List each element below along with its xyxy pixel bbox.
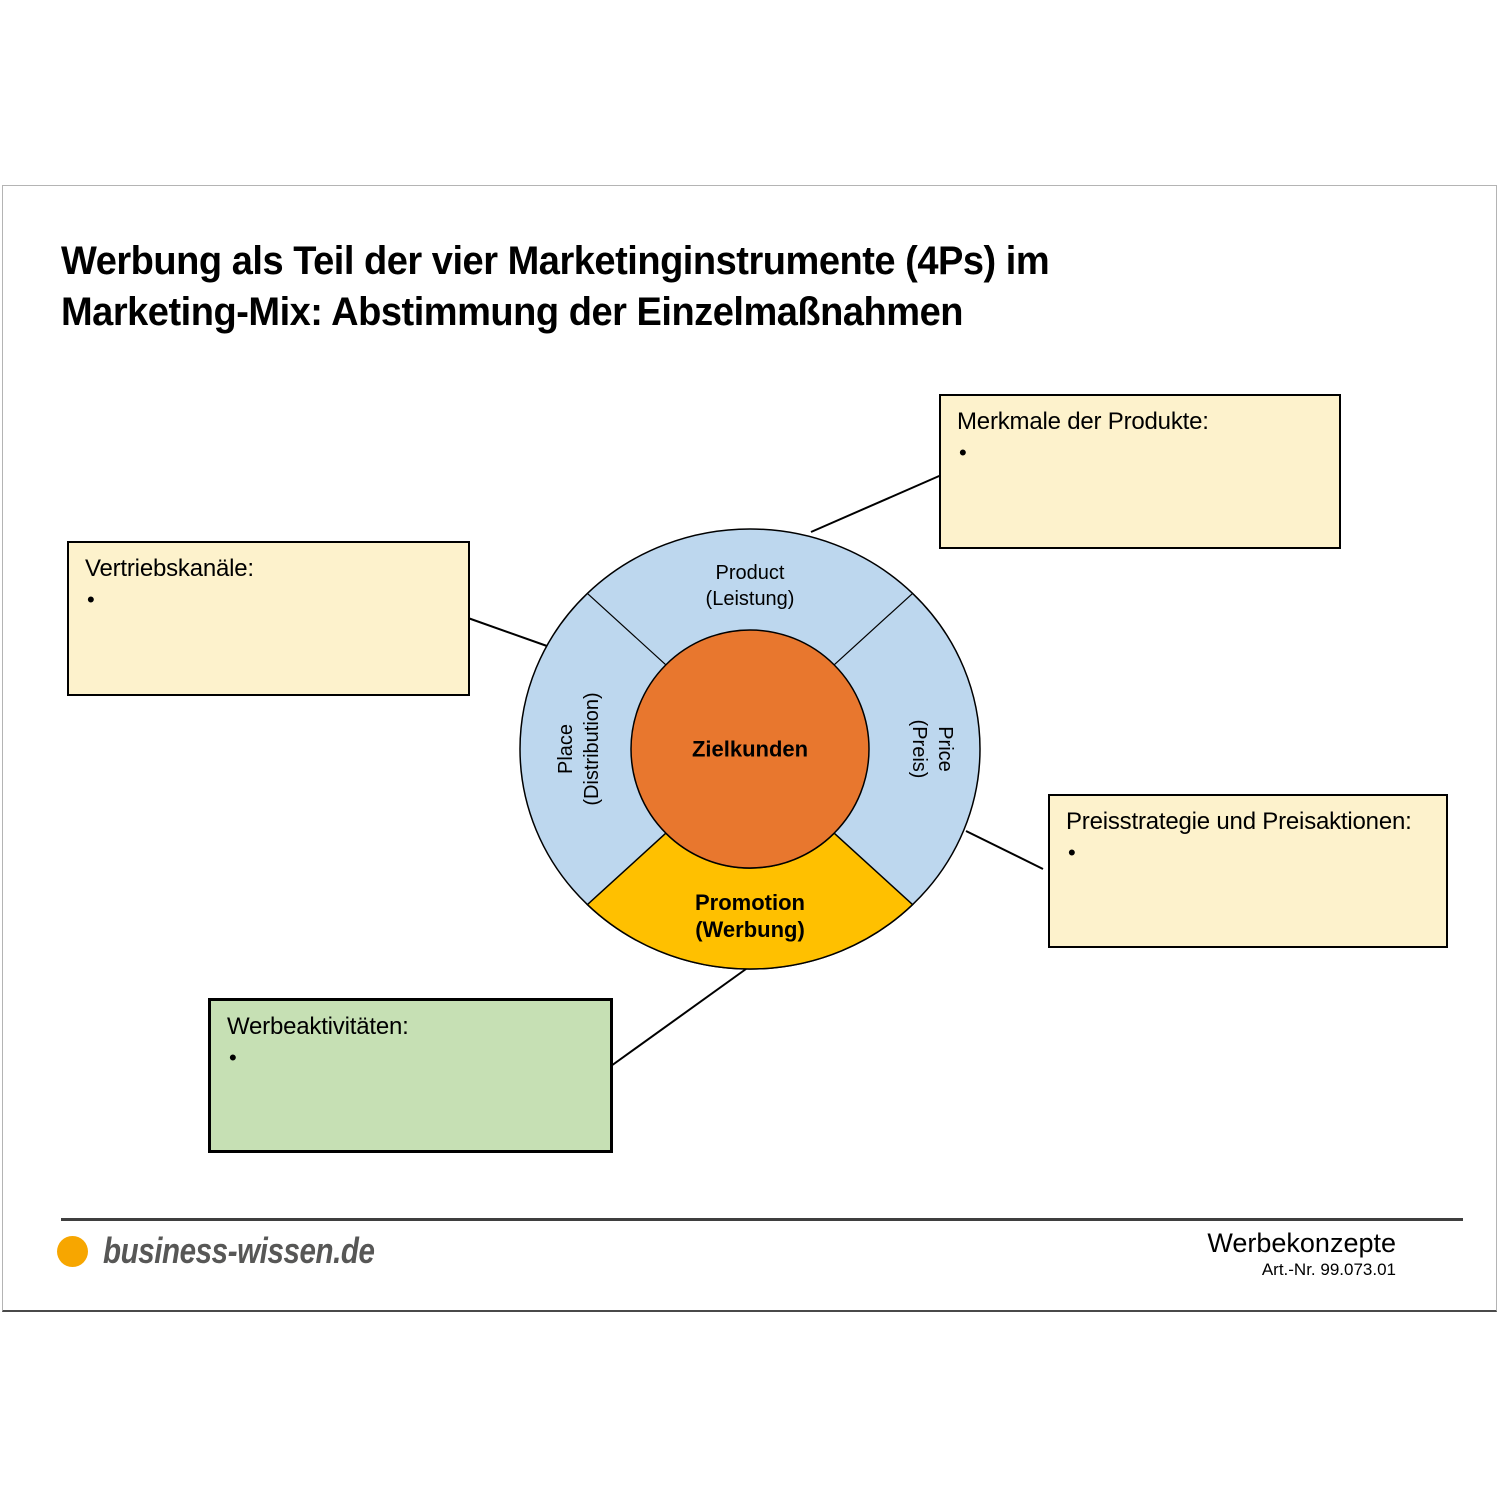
connector-price-line: [965, 830, 1044, 870]
segment-label-product: Product (Leistung): [705, 562, 795, 610]
page-title: Werbung als Teil der vier Marketinginstr…: [61, 239, 1050, 334]
connector-promotion-line: [610, 968, 747, 1067]
callout-product-title: Merkmale der Produkte:: [957, 408, 1209, 435]
bullet: •: [229, 1045, 237, 1070]
bullet: •: [959, 440, 967, 465]
divider-place-product: [586, 592, 667, 666]
footer-separator: [61, 1218, 1463, 1221]
callout-place-title: Vertriebskanäle:: [85, 555, 254, 582]
divider-product-price: [833, 592, 914, 666]
callout-place: Vertriebskanäle: •: [67, 541, 470, 696]
callout-price-title: Preisstrategie und Preisaktionen:: [1066, 808, 1412, 835]
callout-product: Merkmale der Produkte: •: [939, 394, 1341, 549]
bullet: •: [87, 587, 95, 612]
segment-label-place: Place (Distribution): [555, 692, 603, 806]
center-label-zielkunden: Zielkunden: [691, 736, 809, 762]
brand-name: business-wissen.de: [103, 1230, 375, 1271]
brand-logo: business-wissen.de: [57, 1230, 434, 1272]
segment-label-price: Price (Preis): [908, 719, 956, 779]
footer-topic: Werbekonzepte: [1207, 1228, 1396, 1258]
callout-promotion-title: Werbeaktivitäten:: [227, 1013, 409, 1040]
callout-price: Preisstrategie und Preisaktionen: •: [1048, 794, 1448, 948]
target-customers-circle: [630, 629, 870, 869]
brand-dot-icon: [57, 1235, 88, 1267]
footer-info: Werbekonzepte Art.-Nr. 99.073.01: [1207, 1228, 1396, 1281]
callout-promotion: Werbeaktivitäten: •: [208, 998, 613, 1153]
connector-place-line: [467, 617, 548, 647]
marketing-mix-diagram: [467, 472, 1044, 1067]
bullet: •: [1068, 840, 1076, 865]
footer-article-number: Art.-Nr. 99.073.01: [1261, 1260, 1396, 1279]
slide: Werbung als Teil der vier Marketinginstr…: [2, 185, 1497, 1312]
connector-product-line: [810, 472, 947, 533]
segment-label-promotion: Promotion (Werbung): [695, 890, 805, 942]
